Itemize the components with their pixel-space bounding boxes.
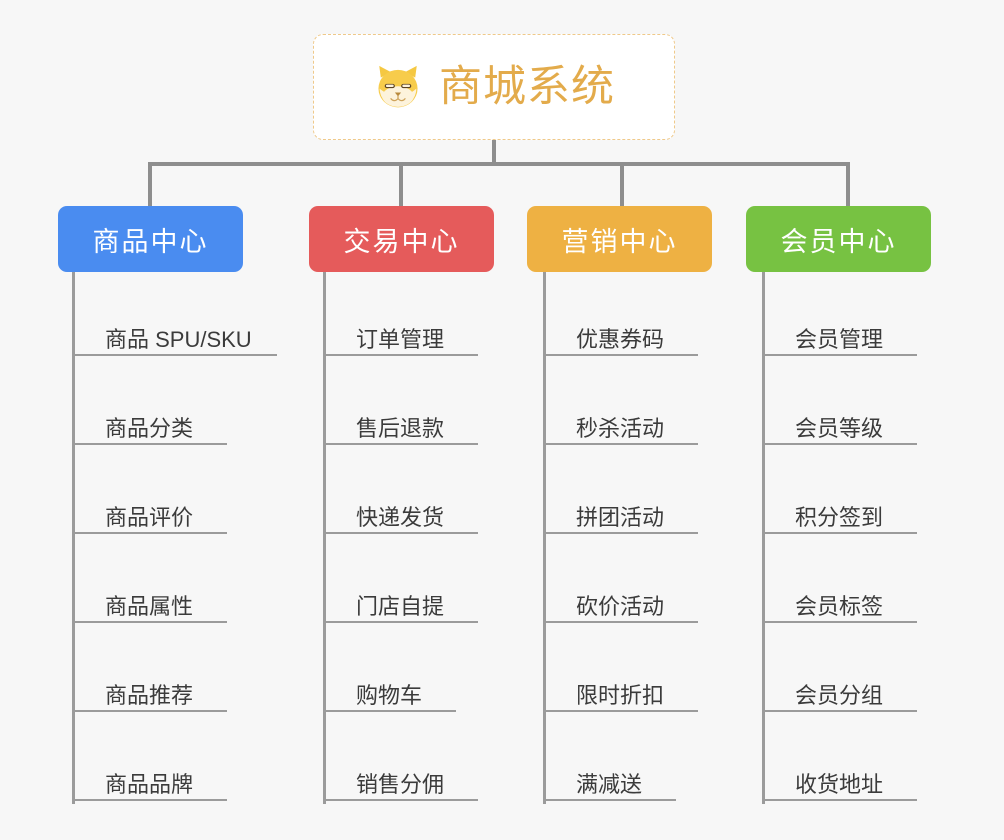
column-trunk-2 (323, 272, 326, 804)
root-node[interactable]: 商城系统 (313, 34, 675, 140)
leaf-label: 会员等级 (795, 415, 884, 441)
leaf-label: 商品 SPU/SKU (105, 326, 252, 352)
leaf-label: 会员管理 (795, 326, 884, 352)
leaf-label: 收货地址 (795, 771, 884, 797)
leaf-item-1-1[interactable]: 商品 SPU/SKU (72, 312, 277, 356)
leaf-item-3-6[interactable]: 满减送 (543, 757, 676, 801)
leaf-label: 销售分佣 (356, 771, 445, 797)
leaf-label: 商品评价 (105, 504, 194, 530)
leaf-item-1-2[interactable]: 商品分类 (72, 401, 227, 445)
leaf-label: 商品属性 (105, 593, 194, 619)
leaf-item-4-3[interactable]: 积分签到 (762, 490, 917, 534)
leaf-item-4-1[interactable]: 会员管理 (762, 312, 917, 356)
category-box-1[interactable]: 商品中心 (58, 206, 243, 272)
leaf-label: 优惠券码 (576, 326, 665, 352)
leaf-label: 限时折扣 (576, 682, 665, 708)
category-label-1: 商品中心 (92, 226, 209, 257)
leaf-label: 会员分组 (795, 682, 884, 708)
drop-line-4 (846, 162, 850, 208)
leaf-item-2-1[interactable]: 订单管理 (323, 312, 478, 356)
leaf-item-2-3[interactable]: 快递发货 (323, 490, 478, 534)
shiba-dog-face-icon (378, 65, 418, 108)
root-node-content: 商城系统 (373, 62, 615, 112)
leaf-label: 商品推荐 (105, 682, 194, 708)
column-trunk-1 (72, 272, 75, 804)
leaf-item-3-1[interactable]: 优惠券码 (543, 312, 698, 356)
leaf-label: 购物车 (356, 682, 423, 708)
leaf-item-4-6[interactable]: 收货地址 (762, 757, 917, 801)
leaf-label: 秒杀活动 (576, 415, 665, 441)
leaf-label: 砍价活动 (576, 593, 665, 619)
leaf-item-3-5[interactable]: 限时折扣 (543, 668, 698, 712)
category-box-3[interactable]: 营销中心 (527, 206, 712, 272)
drop-line-2 (399, 162, 403, 208)
leaf-item-2-5[interactable]: 购物车 (323, 668, 456, 712)
drop-line-1 (148, 162, 152, 208)
leaf-item-4-5[interactable]: 会员分组 (762, 668, 917, 712)
leaf-item-3-4[interactable]: 砍价活动 (543, 579, 698, 623)
leaf-label: 商品品牌 (105, 771, 194, 797)
leaf-item-1-5[interactable]: 商品推荐 (72, 668, 227, 712)
leaf-item-4-4[interactable]: 会员标签 (762, 579, 917, 623)
category-label-4: 会员中心 (780, 226, 897, 257)
leaf-label: 门店自提 (356, 593, 445, 619)
leaf-item-4-2[interactable]: 会员等级 (762, 401, 917, 445)
drop-line-3 (620, 162, 624, 208)
category-box-4[interactable]: 会员中心 (746, 206, 931, 272)
leaf-label: 快递发货 (356, 504, 445, 530)
leaf-item-3-3[interactable]: 拼团活动 (543, 490, 698, 534)
leaf-label: 订单管理 (356, 326, 445, 352)
category-box-2[interactable]: 交易中心 (309, 206, 494, 272)
leaf-item-2-6[interactable]: 销售分佣 (323, 757, 478, 801)
leaf-item-2-2[interactable]: 售后退款 (323, 401, 478, 445)
leaf-label: 售后退款 (356, 415, 445, 441)
column-trunk-3 (543, 272, 546, 804)
leaf-item-1-4[interactable]: 商品属性 (72, 579, 227, 623)
leaf-item-3-2[interactable]: 秒杀活动 (543, 401, 698, 445)
column-trunk-4 (762, 272, 765, 804)
root-title: 商城系统 (439, 62, 615, 111)
leaf-item-1-6[interactable]: 商品品牌 (72, 757, 227, 801)
category-label-2: 交易中心 (343, 226, 460, 257)
leaf-label: 会员标签 (795, 593, 884, 619)
horizontal-bus-line (150, 162, 850, 166)
leaf-label: 满减送 (576, 771, 643, 797)
leaf-label: 积分签到 (795, 504, 884, 530)
root-stem-line (492, 140, 496, 165)
leaf-label: 拼团活动 (576, 504, 665, 530)
category-label-3: 营销中心 (561, 226, 678, 257)
leaf-label: 商品分类 (105, 415, 194, 441)
leaf-item-1-3[interactable]: 商品评价 (72, 490, 227, 534)
leaf-item-2-4[interactable]: 门店自提 (323, 579, 478, 623)
